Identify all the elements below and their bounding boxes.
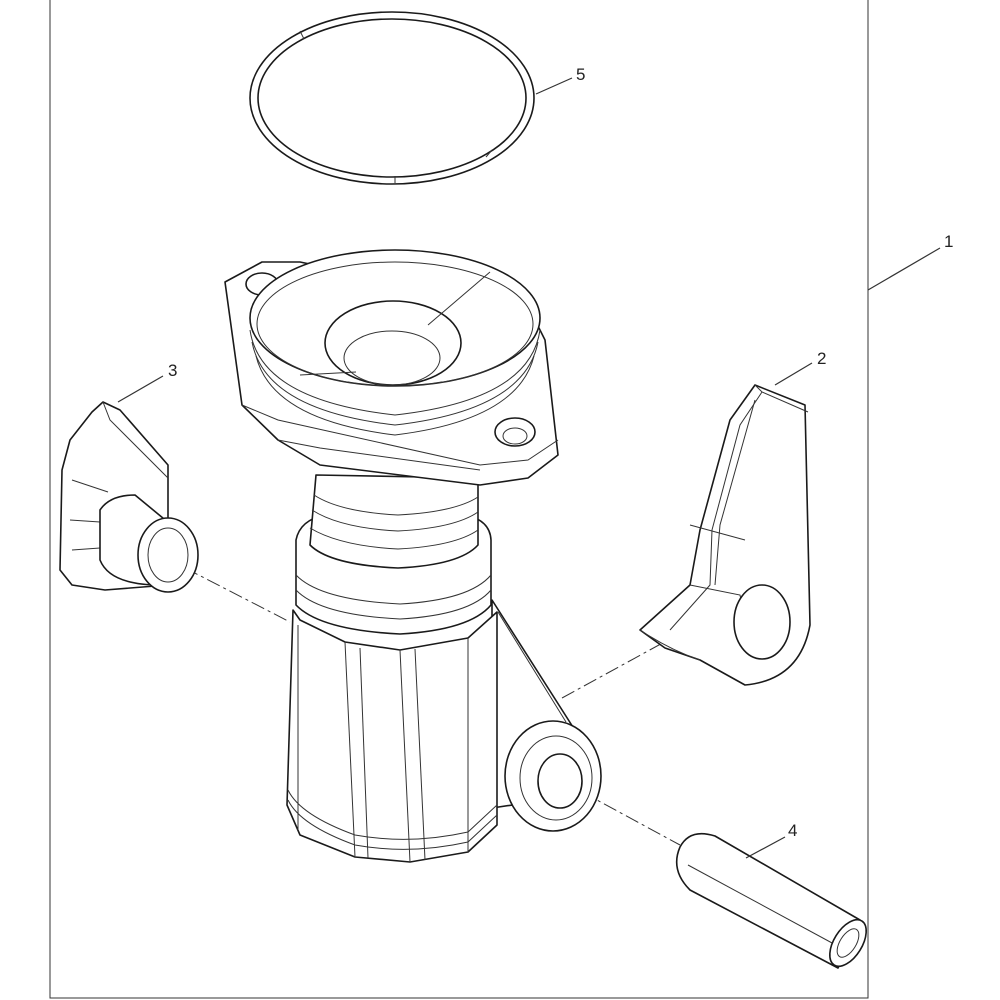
callout-5: 5 [576, 65, 585, 84]
callout-3: 3 [168, 361, 177, 380]
assembly-frame [49, 0, 869, 999]
lever-part-2 [639, 384, 811, 686]
clip-part-3 [59, 401, 199, 593]
valve-body-part-1 [224, 249, 602, 863]
leader-lines [117, 77, 941, 859]
pin-part-4 [675, 832, 867, 969]
o-ring-part-5 [249, 11, 535, 185]
callouts: 1 2 3 4 5 [168, 65, 953, 840]
callout-1: 1 [944, 232, 953, 251]
center-lines [184, 567, 681, 846]
callout-2: 2 [817, 349, 826, 368]
callout-4: 4 [788, 821, 797, 840]
